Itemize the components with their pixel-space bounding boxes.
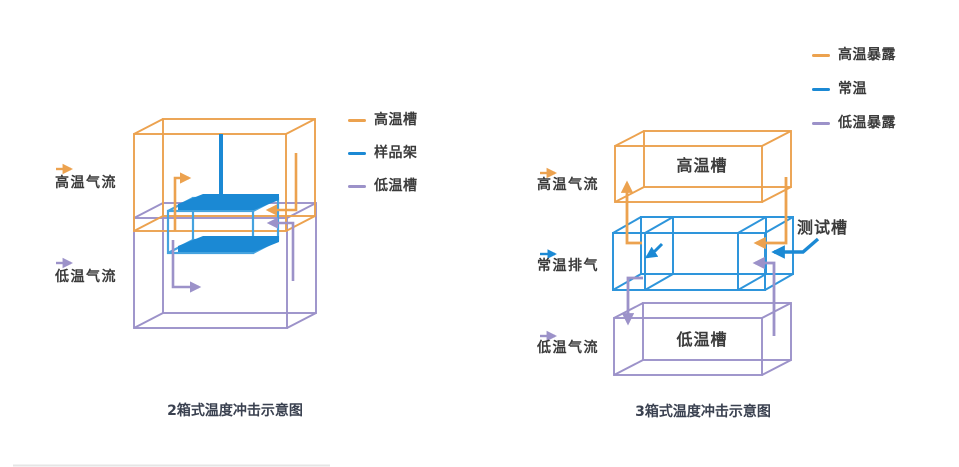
legend-item-hot-chamber: 高温槽 bbox=[348, 113, 418, 127]
hot-flow-label: 高温气流 bbox=[537, 177, 599, 193]
legend-item-cold-chamber: 低温槽 bbox=[348, 179, 418, 193]
legend-label: 常温 bbox=[838, 81, 867, 97]
cold-legend-dash-icon bbox=[348, 184, 366, 188]
sample-legend-dash-icon bbox=[348, 151, 366, 155]
hot-air-in-arrow-icon bbox=[265, 153, 298, 216]
test-chamber-left-duct-icon bbox=[644, 216, 674, 291]
cold-flow-label: 低温气流 bbox=[55, 269, 117, 285]
cold-air-in-arrow-icon bbox=[752, 256, 776, 336]
hot-air-in-arrow-icon bbox=[753, 177, 788, 250]
hot-air-up-arrow-icon bbox=[620, 180, 642, 245]
hot-chamber-box-icon bbox=[614, 130, 792, 203]
cold-air-in-arrow-icon bbox=[266, 217, 295, 281]
cold-chamber-label: 低温槽 bbox=[676, 330, 728, 349]
right-diagram-linework bbox=[540, 130, 820, 376]
sample-rack-shelves-icon bbox=[178, 194, 279, 252]
right-diagram-caption: 3箱式温度冲击示意图 bbox=[635, 404, 771, 420]
legend-label: 低温槽 bbox=[374, 178, 418, 194]
hot-chamber-label: 高温槽 bbox=[676, 156, 728, 175]
left-diagram-linework bbox=[56, 118, 317, 329]
legend-label: 低温暴露 bbox=[838, 115, 896, 131]
cold-air-down-arrow-icon bbox=[171, 240, 202, 293]
hot-air-up-arrow-icon bbox=[173, 172, 192, 231]
cold-air-down-arrow-icon bbox=[621, 276, 643, 326]
right-flow-arrows bbox=[620, 177, 788, 336]
legend-item-sample-rack: 样品架 bbox=[348, 146, 418, 160]
legend-item-cold-exposure: 低温暴露 bbox=[812, 116, 896, 130]
ambient-exhaust-label: 常温排气 bbox=[537, 258, 599, 274]
test-chamber-right-duct-icon bbox=[737, 216, 767, 291]
legend-label: 高温槽 bbox=[374, 112, 418, 128]
ambient-legend-dash-icon bbox=[812, 87, 830, 91]
legend-label: 样品架 bbox=[374, 145, 418, 161]
hot-legend-dash-icon bbox=[812, 53, 830, 57]
left-diagram-caption: 2箱式温度冲击示意图 bbox=[167, 403, 303, 419]
left-flow-arrows bbox=[171, 153, 298, 293]
cold-legend-dash-icon bbox=[812, 121, 830, 125]
hot-chamber-box-icon bbox=[133, 118, 316, 232]
hot-legend-dash-icon bbox=[348, 118, 366, 122]
ambient-circulation-arrow-icon bbox=[645, 242, 664, 259]
test-chamber-pointer-icon bbox=[771, 237, 820, 259]
legend-item-hot-exposure: 高温暴露 bbox=[812, 48, 896, 62]
legend-label: 高温暴露 bbox=[838, 47, 896, 63]
cold-flow-label: 低温气流 bbox=[537, 340, 599, 356]
test-chamber-label: 测试槽 bbox=[797, 218, 849, 237]
hot-flow-label: 高温气流 bbox=[55, 175, 117, 191]
legend-item-ambient: 常温 bbox=[812, 82, 867, 96]
